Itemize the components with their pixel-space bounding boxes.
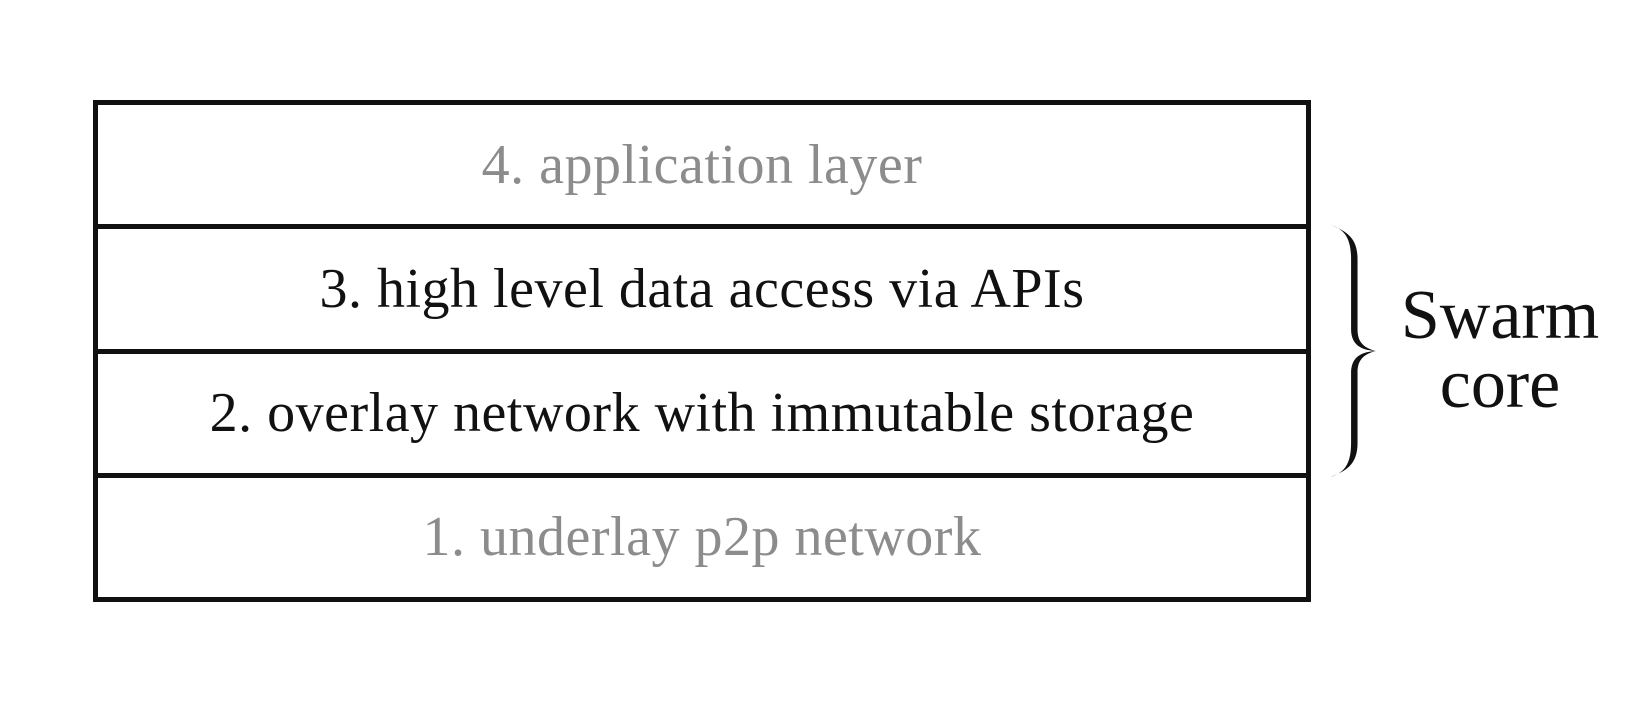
layer-underlay-network-label: 1. underlay p2p network <box>422 506 982 569</box>
swarm-core-label-line2: core <box>1439 346 1561 423</box>
swarm-core-label: Swarm core <box>1375 225 1625 477</box>
curly-brace-icon <box>1322 225 1378 477</box>
layer-stack: 4. application layer 3. high level data … <box>93 100 1311 602</box>
layer-api-access-label: 3. high level data access via APIs <box>319 257 1085 320</box>
layer-underlay-network: 1. underlay p2p network <box>98 472 1306 597</box>
layer-application: 4. application layer <box>98 105 1306 224</box>
layer-application-label: 4. application layer <box>481 133 923 196</box>
layer-overlay-network-label: 2. overlay network with immutable storag… <box>209 382 1195 445</box>
swarm-core-label-line1: Swarm <box>1400 277 1600 355</box>
layer-overlay-network: 2. overlay network with immutable storag… <box>98 348 1306 473</box>
layer-api-access: 3. high level data access via APIs <box>98 224 1306 348</box>
